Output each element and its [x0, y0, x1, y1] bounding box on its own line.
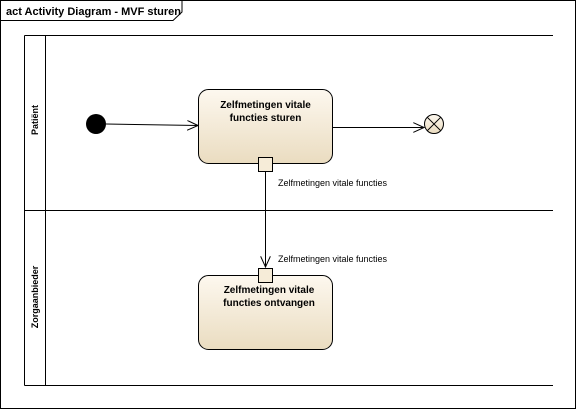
action-receive-label-line-2: functies ontvangen: [223, 298, 315, 309]
initial-node[interactable]: [86, 114, 106, 134]
frame-header-tab: [0, 0, 183, 21]
lane-label-zorgaanbieder: Zorgaanbieder: [30, 265, 40, 328]
frame-title: act Activity Diagram - MVF sturen: [6, 6, 181, 18]
action-send-label-line-1: Zelfmetingen vitale: [220, 100, 311, 111]
action-send-label-line-2: functies sturen: [230, 113, 302, 124]
output-pin-label: Zelfmetingen vitale functies: [278, 178, 388, 188]
input-pin-label: Zelfmetingen vitale functies: [278, 254, 388, 264]
output-pin[interactable]: [258, 157, 273, 172]
action-receive-label-line-1: Zelfmetingen vitale: [224, 285, 315, 296]
swimlane-container: [24, 35, 553, 386]
flow-final-node[interactable]: [424, 114, 444, 134]
input-pin[interactable]: [258, 268, 273, 283]
lane-label-patient: Patiënt: [30, 105, 40, 135]
control-flow-start[interactable]: [105, 124, 198, 126]
action-send[interactable]: Zelfmetingen vitale functies sturen: [198, 89, 333, 164]
action-receive[interactable]: Zelfmetingen vitale functies ontvangen: [198, 275, 333, 350]
